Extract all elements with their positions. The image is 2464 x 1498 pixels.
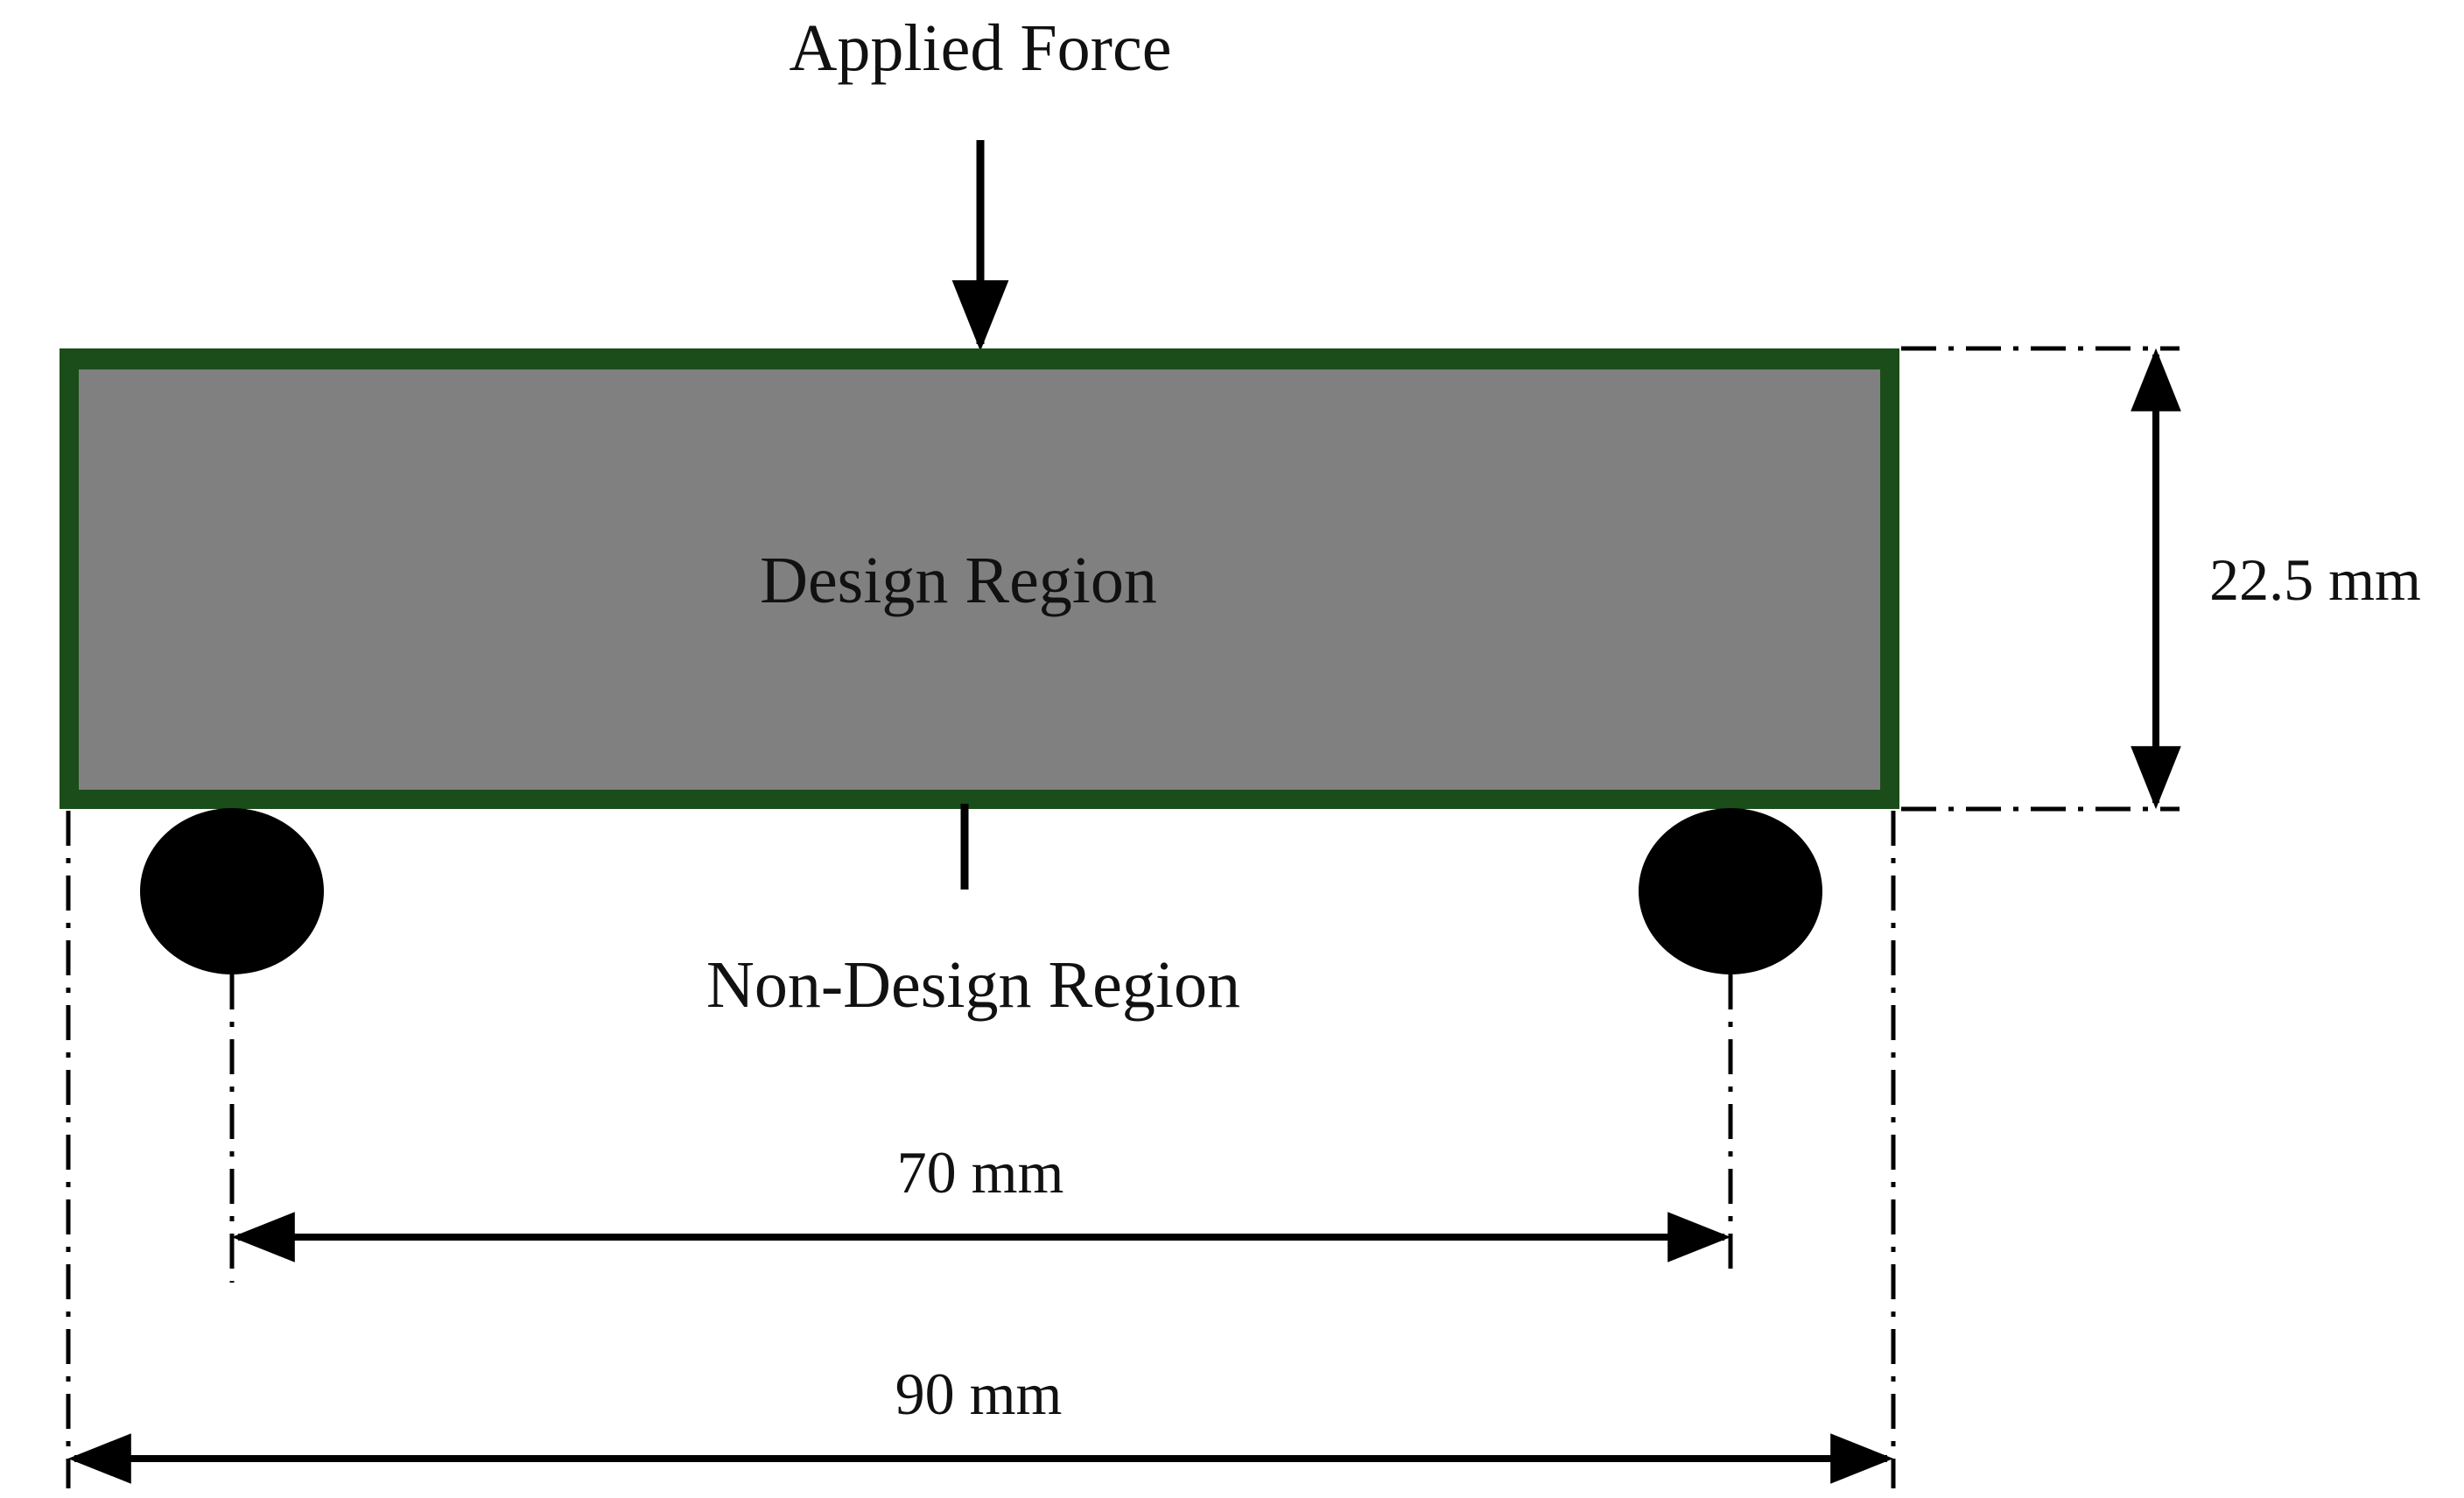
left-support (140, 808, 324, 974)
design-region (79, 369, 1880, 790)
applied-force-label: Applied Force (790, 11, 1172, 85)
non-design-region-label: Non-Design Region (706, 948, 1240, 1022)
height-dimension-label: 22.5 mm (2209, 546, 2421, 613)
total-length-label: 90 mm (895, 1361, 1063, 1427)
design-region-label: Design Region (760, 544, 1157, 617)
support-span-label: 70 mm (897, 1139, 1064, 1206)
right-support (1639, 808, 1822, 974)
